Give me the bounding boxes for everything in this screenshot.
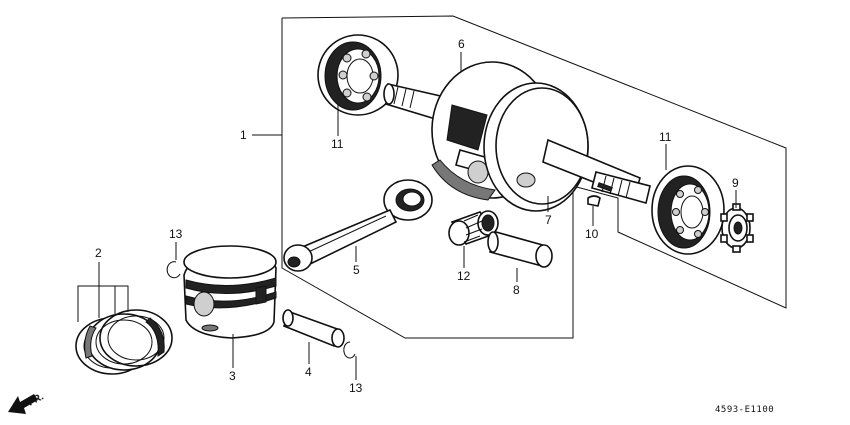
needle-bearing xyxy=(448,210,499,246)
crankshaft-assembly-outline xyxy=(281,15,787,339)
callout-10: 10 xyxy=(585,227,599,241)
piston-pin xyxy=(282,309,345,348)
callout-11-left: 11 xyxy=(331,137,344,151)
piston-rings xyxy=(75,309,173,375)
callout-2: 2 xyxy=(95,246,102,260)
bearing-right xyxy=(651,165,725,255)
piston-pin-clip-top xyxy=(166,261,181,279)
connecting-rod xyxy=(283,179,433,272)
front-direction-arrow: FR. xyxy=(8,391,46,414)
callout-labels: 1 2 3 4 5 6 7 8 9 10 11 11 12 13 13 xyxy=(95,37,739,395)
callout-9: 9 xyxy=(732,176,739,190)
callout-13-bottom: 13 xyxy=(349,381,363,395)
direction-label: FR. xyxy=(26,391,46,408)
crankshaft xyxy=(383,61,651,212)
callout-11-right: 11 xyxy=(659,130,672,144)
callout-5: 5 xyxy=(353,263,360,277)
callout-12: 12 xyxy=(457,269,471,283)
callout-7: 7 xyxy=(545,213,552,227)
woodruff-key xyxy=(587,195,601,207)
callout-13-top: 13 xyxy=(169,227,183,241)
catalog-code: 4593-E1100 xyxy=(715,405,774,415)
crank-pin xyxy=(487,231,553,268)
piston xyxy=(183,245,277,339)
bearing-left xyxy=(317,34,399,116)
callout-8: 8 xyxy=(513,283,520,297)
leader-lines xyxy=(77,52,737,380)
callout-6: 6 xyxy=(458,37,465,51)
callout-3: 3 xyxy=(229,369,236,383)
piston-pin-clip-bottom xyxy=(343,341,356,359)
callout-1: 1 xyxy=(240,128,247,142)
callout-4: 4 xyxy=(305,365,312,379)
drive-gear xyxy=(720,203,754,253)
